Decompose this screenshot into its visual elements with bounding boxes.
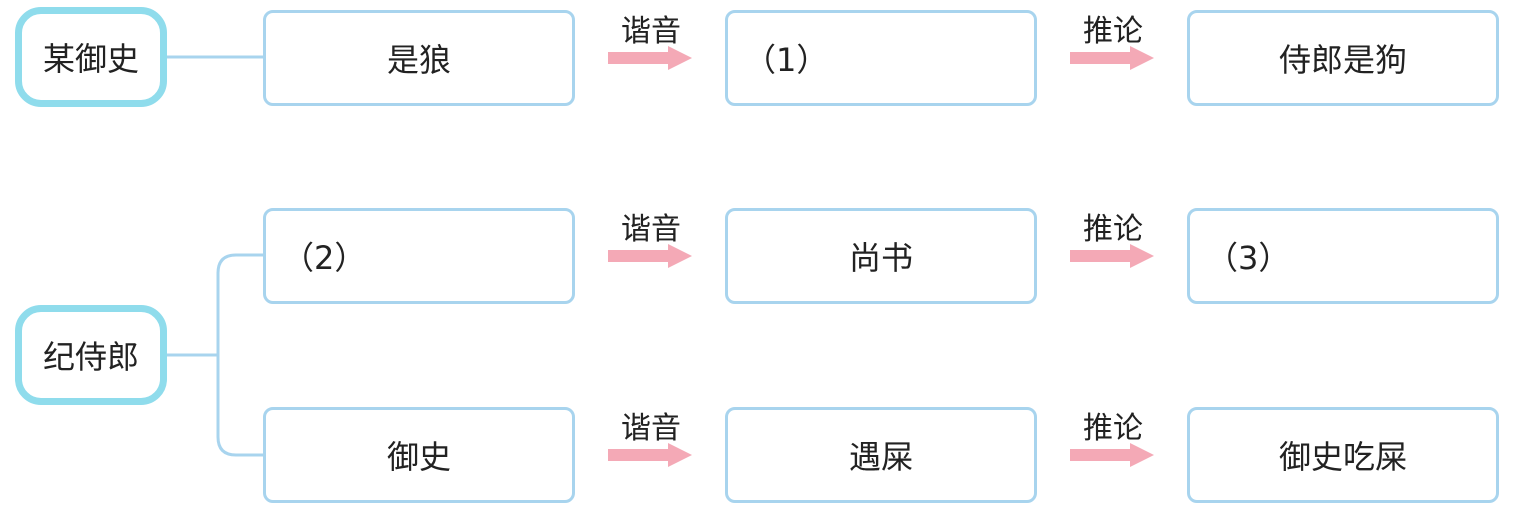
connector-root2-bracket bbox=[216, 253, 263, 457]
row3-edge2-label: 推论 bbox=[1083, 411, 1143, 446]
row3-cell1: 御史 bbox=[263, 407, 575, 503]
row2-cell1-label: （2） bbox=[282, 239, 367, 277]
row2-edge1-label: 谐音 bbox=[621, 212, 681, 247]
row3-edge1-label: 谐音 bbox=[621, 411, 681, 446]
row2-edge1-arrow-icon bbox=[608, 244, 692, 268]
row3-cell2: 遇屎 bbox=[725, 407, 1037, 503]
row1-edge1-label: 谐音 bbox=[621, 14, 681, 49]
row1-cell3: 侍郎是狗 bbox=[1187, 10, 1499, 106]
row3-cell2-label: 遇屎 bbox=[848, 438, 913, 476]
row2-cell2: 尚书 bbox=[725, 208, 1037, 304]
row2-edge2-arrow-icon bbox=[1070, 244, 1154, 268]
row2-cell3-label: （3） bbox=[1206, 239, 1291, 277]
row1-edge2-arrow-icon bbox=[1070, 46, 1154, 70]
row1-cell2-label: （1） bbox=[744, 41, 829, 79]
row3-cell1-label: 御史 bbox=[386, 438, 451, 476]
root-node-2: 纪侍郎 bbox=[15, 305, 167, 405]
row3-cell3-label: 御史吃屎 bbox=[1278, 438, 1407, 476]
row1-cell1-label: 是狼 bbox=[386, 41, 451, 79]
root-node-2-label: 纪侍郎 bbox=[42, 338, 139, 376]
row2-cell1: （2） bbox=[263, 208, 575, 304]
row1-cell2: （1） bbox=[725, 10, 1037, 106]
row2-cell3: （3） bbox=[1187, 208, 1499, 304]
row3-edge1-arrow-icon bbox=[608, 443, 692, 467]
row1-cell3-label: 侍郎是狗 bbox=[1278, 41, 1407, 79]
row2-cell2-label: 尚书 bbox=[848, 239, 913, 277]
row3-edge2-arrow-icon bbox=[1070, 443, 1154, 467]
row2-edge2-label: 推论 bbox=[1083, 212, 1143, 247]
row1-edge1-arrow-icon bbox=[608, 46, 692, 70]
row1-cell1: 是狼 bbox=[263, 10, 575, 106]
root-node-1-label: 某御史 bbox=[42, 40, 139, 78]
row1-edge2-label: 推论 bbox=[1083, 14, 1143, 49]
row3-cell3: 御史吃屎 bbox=[1187, 407, 1499, 503]
root-node-1: 某御史 bbox=[15, 7, 167, 107]
